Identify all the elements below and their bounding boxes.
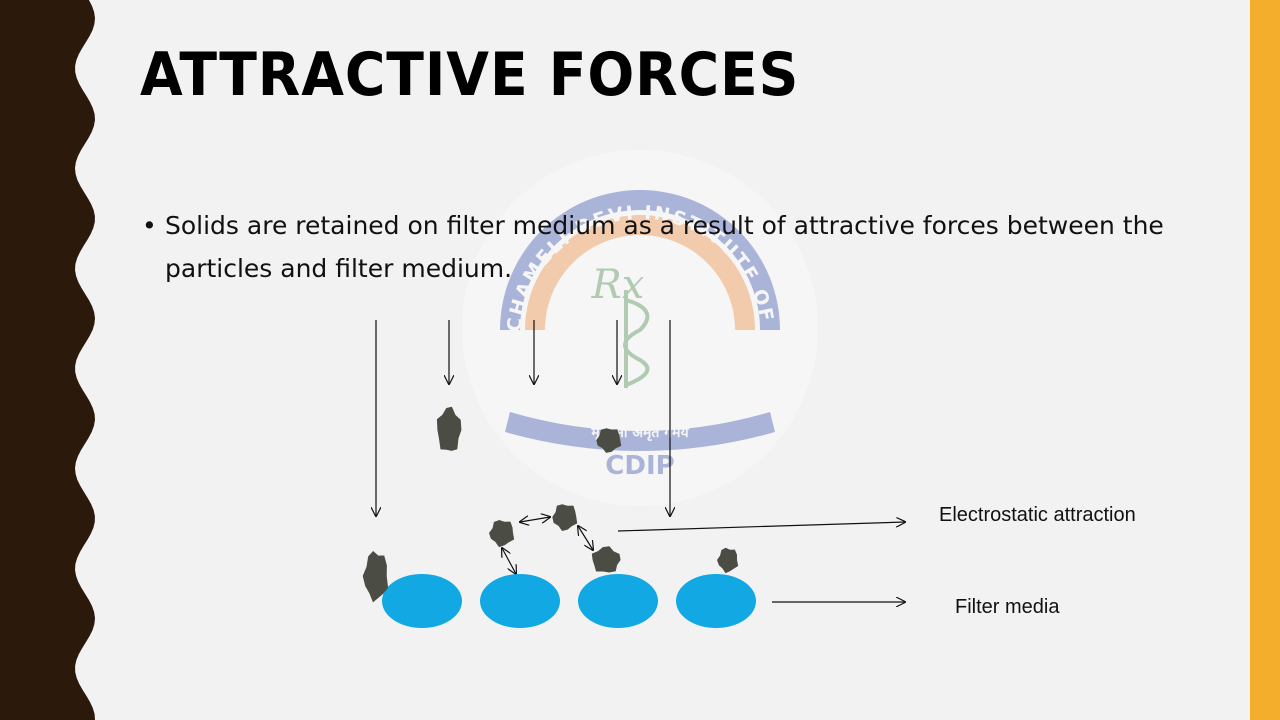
particle: [436, 406, 462, 451]
filter-media-grain: [676, 574, 756, 628]
right-accent-band: [1250, 0, 1280, 720]
filter-media-label: Filter media: [955, 596, 1060, 618]
filter-media-grain: [480, 574, 560, 628]
bullet-text: Solids are retained on filter medium as …: [165, 211, 1164, 283]
particle: [489, 520, 515, 548]
left-wavy-band: [0, 0, 95, 720]
filter-media-grain: [382, 574, 462, 628]
watermark-ribbon: [505, 412, 775, 451]
particles: [362, 406, 739, 603]
attraction-arrow: [578, 526, 593, 550]
electrostatic-pointer-arrow: [617, 522, 905, 532]
bullet-marker: •: [142, 211, 157, 240]
attraction-arrow: [520, 517, 550, 522]
particle: [596, 428, 622, 453]
particle: [552, 504, 578, 531]
watermark-outer-arc: [500, 190, 780, 330]
filter-media: [382, 574, 756, 628]
watermark-orange-arc: [525, 215, 755, 330]
particle: [717, 547, 739, 574]
attraction-arrows: [502, 517, 593, 574]
bullet-point: • Solids are retained on filter medium a…: [142, 204, 1172, 290]
serpent-icon: [623, 298, 650, 387]
particle: [362, 551, 389, 603]
watermark-abbreviation: CDIP: [605, 451, 674, 481]
electrostatic-attraction-label: Electrostatic attraction: [939, 504, 1136, 526]
slide-title: ATTRACTIVE FORCES: [140, 40, 800, 110]
filter-media-grain: [578, 574, 658, 628]
particle: [591, 546, 621, 573]
flow-arrows: [376, 320, 670, 516]
rx-symbol-icon: Rx: [591, 262, 645, 308]
attraction-arrow: [502, 548, 516, 574]
watermark-disc: [462, 150, 818, 506]
